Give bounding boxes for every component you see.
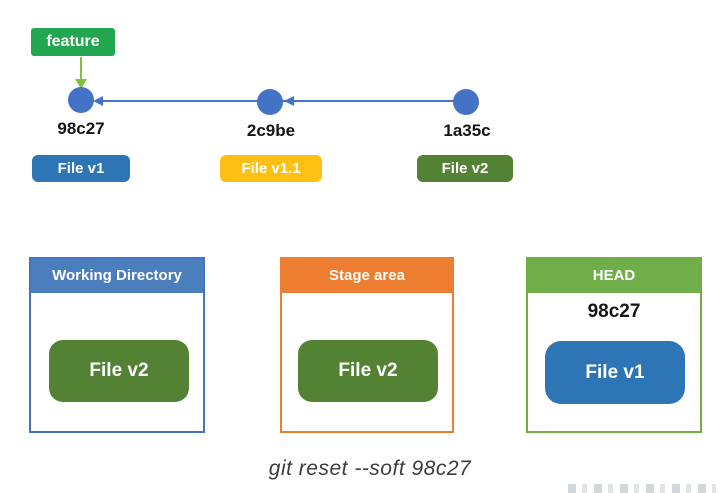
- cut-off-watermark: [568, 484, 716, 493]
- file-shape: File v2: [298, 340, 438, 402]
- commit-node-1a35c: [453, 89, 479, 115]
- stage-area-box: Stage area File v2: [280, 257, 454, 433]
- commit-hash: 1a35c: [443, 121, 491, 140]
- area-title: HEAD: [528, 259, 700, 293]
- file-badge: File v2: [417, 155, 513, 182]
- file-shape: File v2: [49, 340, 189, 402]
- command-caption: git reset --soft 98c27: [268, 457, 472, 480]
- branch-arrow-down-icon: [75, 79, 87, 89]
- edge-arrowhead-left-icon: [284, 96, 294, 106]
- file-badge: File v1: [32, 155, 130, 182]
- commit-node-98c27: [68, 87, 94, 113]
- commit-hash: 98c27: [57, 119, 105, 138]
- file-badge: File v1.1: [220, 155, 322, 182]
- head-commit-hash: 98c27: [587, 301, 641, 322]
- branch-arrow: [80, 57, 82, 80]
- area-title: Stage area: [282, 259, 452, 293]
- edge-arrowhead-left-icon: [93, 96, 103, 106]
- commit-node-2c9be: [257, 89, 283, 115]
- commit-hash: 2c9be: [246, 121, 296, 140]
- file-shape: File v1: [545, 341, 685, 404]
- working-directory-box: Working Directory File v2: [29, 257, 205, 433]
- head-box: HEAD 98c27 File v1: [526, 257, 702, 433]
- area-title: Working Directory: [31, 259, 203, 293]
- branch-label: feature: [31, 28, 115, 56]
